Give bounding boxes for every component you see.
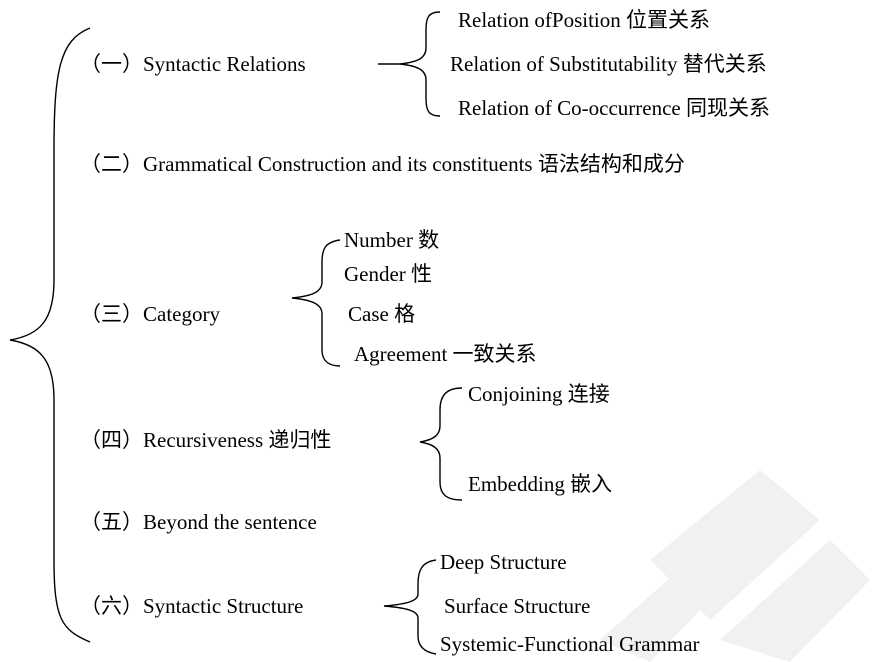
item-systemic-functional-grammar: Systemic-Functional Grammar xyxy=(440,632,700,656)
item-embedding: Embedding 嵌入 xyxy=(468,472,613,496)
item-gender: Gender 性 xyxy=(344,262,433,286)
brace-syntactic-structure xyxy=(383,559,437,655)
item-conjoining: Conjoining 连接 xyxy=(468,382,610,406)
item-relation-of-substitutability: Relation of Substitutability 替代关系 xyxy=(450,52,767,76)
main-brace xyxy=(9,27,91,643)
brace-syntactic-relations xyxy=(399,11,441,117)
brace-category xyxy=(291,239,341,367)
item-case: Case 格 xyxy=(348,302,416,326)
section-label-syntactic-relations: （一）Syntactic Relations xyxy=(80,52,306,76)
item-number: Number 数 xyxy=(344,228,440,252)
item-agreement: Agreement 一致关系 xyxy=(354,342,537,366)
item-relation-of-position: Relation ofPosition 位置关系 xyxy=(458,8,710,32)
item-deep-structure: Deep Structure xyxy=(440,550,567,574)
item-relation-of-co-occurrence: Relation of Co-occurrence 同现关系 xyxy=(458,96,770,120)
section-label-grammatical-construction: （二）Grammatical Construction and its cons… xyxy=(80,152,685,176)
section-label-category: （三）Category xyxy=(80,302,220,326)
section-label-syntactic-structure: （六）Syntactic Structure xyxy=(80,594,304,618)
section-label-recursiveness: （四）Recursiveness 递归性 xyxy=(80,428,332,452)
section-label-beyond-sentence: （五）Beyond the sentence xyxy=(80,510,317,534)
brace-recursiveness xyxy=(419,387,463,501)
item-surface-structure: Surface Structure xyxy=(444,594,591,618)
